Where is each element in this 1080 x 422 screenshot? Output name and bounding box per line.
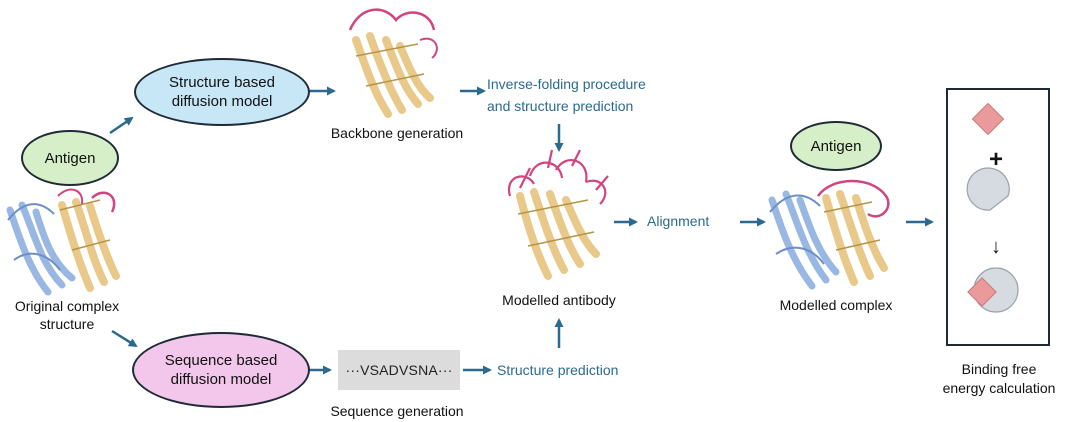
arrow-original-to-sequence bbox=[111, 329, 138, 348]
inverse-folding-step: Inverse-folding procedure and structure … bbox=[487, 76, 646, 114]
pacman-receptor-icon bbox=[966, 167, 1010, 211]
arrow-original-to-structure bbox=[109, 116, 134, 135]
structure-prediction-step: Structure prediction bbox=[497, 362, 619, 378]
binding-free-energy-label: Binding free energy calculation bbox=[942, 361, 1056, 396]
structure-diffusion-model-node: Structure based diffusion model bbox=[134, 58, 310, 126]
antigen-label-right: Antigen bbox=[810, 137, 862, 155]
diamond-ligand-icon bbox=[971, 102, 1005, 136]
alignment-step: Alignment bbox=[647, 213, 710, 229]
sequence-diffusion-model-label: Sequence based diffusion model bbox=[164, 352, 278, 388]
structure-diffusion-model-label: Structure based diffusion model bbox=[169, 74, 275, 110]
sequence-box: ···VSADVSNA··· bbox=[338, 350, 460, 390]
protein-ribbon-icon bbox=[348, 8, 438, 118]
backbone-generation-label: Backbone generation bbox=[330, 125, 464, 141]
down-arrow-icon: ↓ bbox=[991, 236, 1001, 258]
sequence-generation-label: Sequence generation bbox=[330, 403, 464, 419]
antigen-label-left: Antigen bbox=[44, 149, 96, 167]
plus-sign: + bbox=[988, 146, 1003, 173]
binding-energy-panel bbox=[946, 88, 1050, 346]
complex-bound-icon bbox=[967, 267, 1019, 313]
protein-ribbon-icon bbox=[507, 149, 609, 280]
protein-ribbon-icon bbox=[768, 179, 890, 290]
modelled-complex-label: Modelled complex bbox=[779, 297, 893, 313]
antigen-node-left: Antigen bbox=[21, 130, 119, 186]
antigen-node-right: Antigen bbox=[790, 121, 882, 171]
sequence-diffusion-model-node: Sequence based diffusion model bbox=[132, 332, 310, 408]
protein-ribbon-icon bbox=[6, 188, 120, 296]
modelled-antibody-label: Modelled antibody bbox=[502, 292, 616, 308]
original-structure-label: Original complex structure bbox=[14, 298, 120, 332]
